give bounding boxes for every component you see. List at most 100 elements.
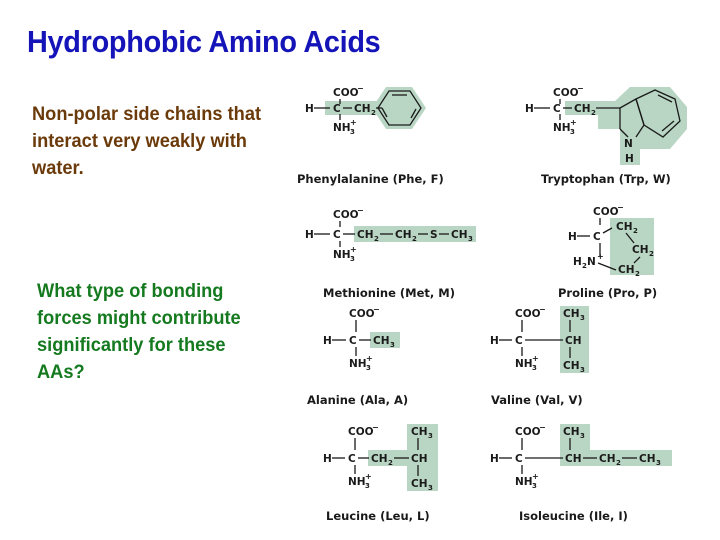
svg-text:H: H	[323, 335, 332, 347]
svg-text:3: 3	[468, 235, 473, 243]
amino-acid-name: Proline (Pro, P)	[558, 286, 658, 300]
svg-text:C: C	[515, 335, 523, 347]
svg-text:+: +	[532, 354, 539, 363]
svg-text:2: 2	[616, 459, 621, 467]
svg-text:C: C	[348, 453, 356, 465]
amino-acid-name: Alanine (Ala, A)	[307, 393, 409, 407]
svg-text:N: N	[624, 138, 633, 150]
svg-text:3: 3	[532, 364, 537, 372]
svg-text:H: H	[573, 256, 582, 268]
svg-text:3: 3	[350, 128, 355, 136]
svg-text:CH: CH	[616, 221, 633, 233]
svg-text:COO: COO	[333, 209, 359, 221]
svg-text:−: −	[357, 206, 364, 215]
svg-text:−: −	[372, 423, 379, 432]
svg-text:−: −	[373, 305, 380, 314]
svg-text:COO: COO	[348, 426, 374, 438]
svg-text:CH: CH	[451, 229, 468, 241]
svg-text:2: 2	[582, 262, 587, 270]
svg-text:2: 2	[633, 227, 638, 235]
svg-text:+: +	[532, 472, 539, 481]
svg-text:C: C	[553, 103, 561, 115]
svg-text:3: 3	[580, 432, 585, 440]
slide-title: Hydrophobic Amino Acids	[27, 24, 381, 59]
svg-text:2: 2	[388, 459, 393, 467]
svg-text:COO: COO	[515, 308, 541, 320]
svg-text:CH: CH	[599, 453, 616, 465]
svg-text:C: C	[333, 103, 341, 115]
svg-text:H: H	[525, 103, 534, 115]
svg-text:CH: CH	[411, 478, 428, 490]
svg-text:CH: CH	[411, 426, 428, 438]
svg-text:NH: NH	[348, 476, 366, 488]
svg-text:NH: NH	[515, 358, 533, 370]
svg-text:COO: COO	[333, 87, 359, 99]
svg-text:NH: NH	[515, 476, 533, 488]
amino-acid-name: Valine (Val, V)	[491, 393, 583, 407]
svg-text:N: N	[587, 256, 596, 268]
svg-text:C: C	[593, 231, 601, 243]
svg-text:−: −	[577, 84, 584, 93]
svg-text:3: 3	[580, 314, 585, 322]
svg-text:H: H	[490, 453, 499, 465]
svg-text:+: +	[350, 118, 357, 127]
svg-text:CH: CH	[395, 229, 412, 241]
svg-text:CH: CH	[563, 426, 580, 438]
svg-text:CH: CH	[574, 103, 591, 115]
question-text: What type of bonding forces might contri…	[37, 281, 241, 383]
svg-text:CH: CH	[354, 103, 371, 115]
svg-text:+: +	[366, 354, 373, 363]
svg-text:CH: CH	[411, 453, 428, 465]
svg-text:+: +	[570, 118, 577, 127]
svg-text:C: C	[333, 229, 341, 241]
svg-text:H: H	[305, 229, 314, 241]
svg-text:H: H	[625, 153, 634, 165]
svg-text:3: 3	[656, 459, 661, 467]
svg-text:CH: CH	[371, 453, 388, 465]
svg-text:−: −	[617, 203, 624, 212]
svg-text:3: 3	[366, 364, 371, 372]
amino-acid-name: Isoleucine (Ile, I)	[519, 509, 628, 523]
svg-text:+: +	[597, 252, 604, 261]
svg-text:2: 2	[412, 235, 417, 243]
amino-acid-name: Methionine (Met, M)	[323, 286, 455, 300]
svg-text:COO: COO	[593, 206, 619, 218]
svg-text:CH: CH	[618, 264, 635, 276]
amino-acid-name: Phenylalanine (Phe, F)	[297, 172, 444, 186]
svg-text:3: 3	[428, 484, 433, 492]
svg-text:−: −	[539, 423, 546, 432]
description-text: Non-polar side chains that interact very…	[32, 104, 262, 179]
svg-text:2: 2	[374, 235, 379, 243]
svg-text:CH: CH	[632, 244, 649, 256]
svg-text:+: +	[365, 472, 372, 481]
svg-text:CH: CH	[357, 229, 374, 241]
svg-text:NH: NH	[333, 249, 351, 261]
svg-text:3: 3	[532, 482, 537, 490]
svg-text:+: +	[350, 245, 357, 254]
svg-text:H: H	[490, 335, 499, 347]
svg-text:COO: COO	[349, 308, 375, 320]
svg-text:3: 3	[570, 128, 575, 136]
svg-text:3: 3	[390, 341, 395, 349]
svg-text:CH: CH	[565, 453, 582, 465]
svg-text:NH: NH	[553, 122, 571, 134]
amino-acid-name: Leucine (Leu, L)	[326, 509, 430, 523]
svg-text:COO: COO	[515, 426, 541, 438]
svg-text:C: C	[349, 335, 357, 347]
svg-text:NH: NH	[349, 358, 367, 370]
svg-text:CH: CH	[563, 308, 580, 320]
svg-text:2: 2	[635, 270, 640, 278]
